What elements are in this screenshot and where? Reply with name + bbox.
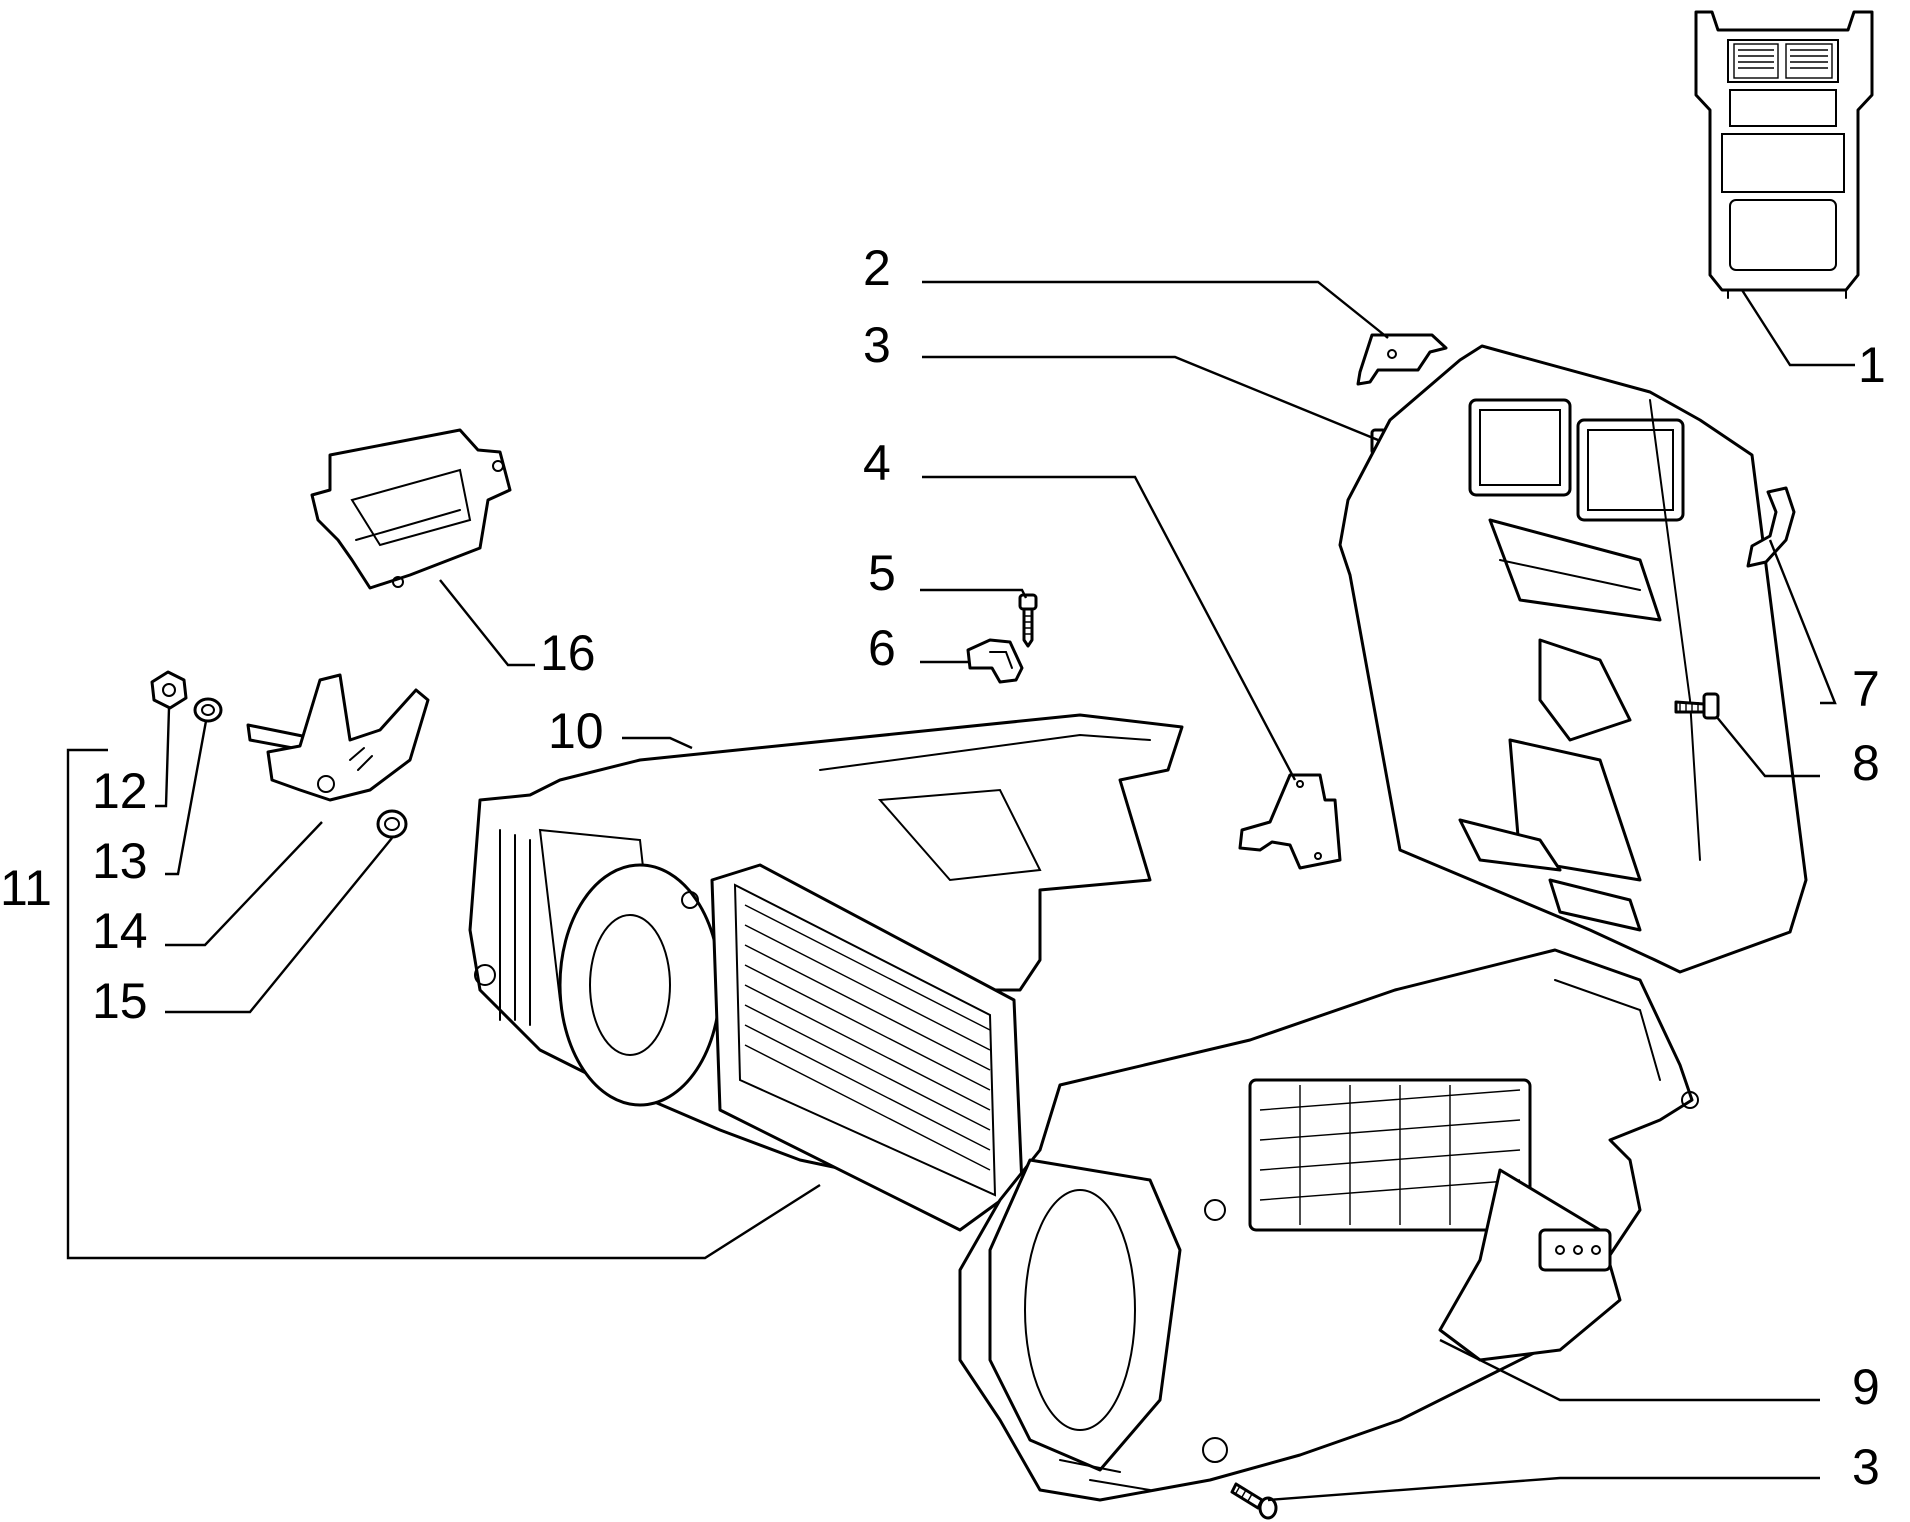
air-distribution-housing <box>1338 344 1808 974</box>
callout-3-upper: 3 <box>863 317 891 373</box>
callout-1: 1 <box>1858 337 1886 393</box>
part-12-nut <box>150 670 188 710</box>
callout-2: 2 <box>863 240 891 296</box>
part-15-o-ring <box>376 809 408 839</box>
leader-1 <box>1740 289 1855 367</box>
leader-3-upper <box>922 355 1379 442</box>
callout-14: 14 <box>92 903 148 959</box>
part-5-screw <box>1018 593 1038 648</box>
callout-10: 10 <box>548 703 604 759</box>
part-3-screw-lower <box>1230 1482 1278 1520</box>
part-13-washer <box>193 697 223 723</box>
leader-15 <box>165 837 393 1014</box>
leader-9 <box>1439 1338 1820 1402</box>
part-16-bracket-frame <box>310 428 512 590</box>
callout-16: 16 <box>540 625 596 681</box>
callout-7: 7 <box>1852 661 1880 717</box>
part-6-clip <box>966 638 1024 684</box>
callout-13: 13 <box>92 833 148 889</box>
part-1-console-panel <box>1694 10 1874 299</box>
part-8-screw <box>1674 692 1720 720</box>
callout-6: 6 <box>868 620 896 676</box>
leader-4 <box>922 475 1297 781</box>
leader-12 <box>155 707 171 808</box>
callout-11: 11 <box>0 860 52 916</box>
callout-4: 4 <box>863 435 891 491</box>
leader-16 <box>439 579 535 667</box>
callout-5: 5 <box>868 545 896 601</box>
leader-13 <box>165 720 208 876</box>
part-9-blower-housing <box>958 948 1699 1502</box>
callout-9: 9 <box>1852 1359 1880 1415</box>
leader-2 <box>922 280 1389 339</box>
leader-3-lower <box>1267 1476 1820 1502</box>
leader-8 <box>1715 715 1820 778</box>
callout-15: 15 <box>92 973 148 1029</box>
part-4-bracket <box>1238 773 1342 870</box>
leader-7 <box>1768 539 1837 705</box>
leader-5 <box>920 588 1028 599</box>
callout-3-lower: 3 <box>1852 1439 1880 1495</box>
part-2-bracket <box>1356 333 1448 386</box>
callout-12: 12 <box>92 763 148 819</box>
leader-14 <box>165 821 323 947</box>
leader-11 <box>66 748 821 1260</box>
leader-lines <box>66 280 1855 1502</box>
callout-labels: 1 2 3 4 5 6 7 8 9 3 10 11 12 13 14 15 16 <box>0 240 1886 1495</box>
part-14-valve <box>246 673 430 802</box>
callout-8: 8 <box>1852 735 1880 791</box>
leader-10 <box>622 736 693 750</box>
part-7-clip <box>1746 486 1796 568</box>
